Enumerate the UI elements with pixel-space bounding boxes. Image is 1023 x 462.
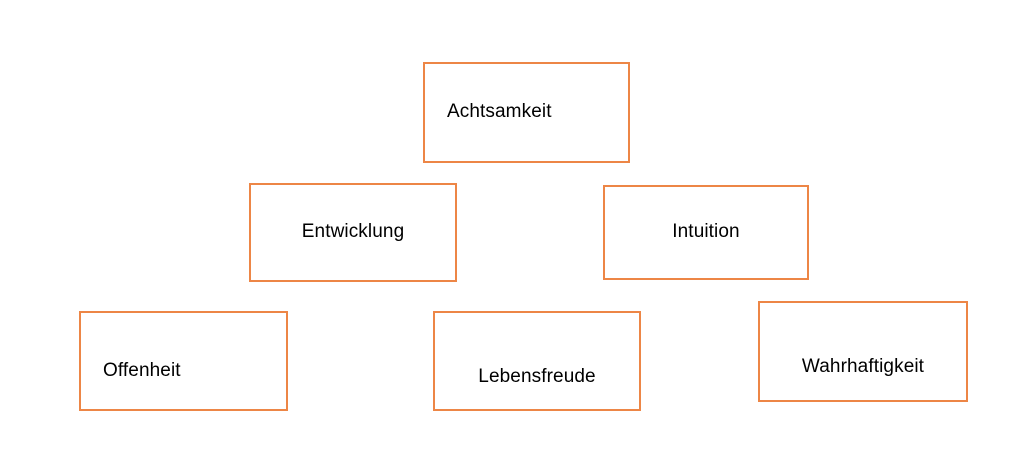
diagram-node-offenheit[interactable]: Offenheit <box>79 311 288 411</box>
diagram-node-wahrhaftigkeit[interactable]: Wahrhaftigkeit <box>758 301 968 402</box>
diagram-node-lebensfreude[interactable]: Lebensfreude <box>433 311 641 411</box>
diagram-node-intuition[interactable]: Intuition <box>603 185 809 280</box>
diagram-node-label: Wahrhaftigkeit <box>801 356 925 378</box>
diagram-node-label: Intuition <box>672 221 740 243</box>
diagram-node-entwicklung[interactable]: Entwicklung <box>249 183 457 282</box>
diagram-node-achtsamkeit[interactable]: Achtsamkeit <box>423 62 630 163</box>
diagram-node-label: Offenheit <box>103 359 181 381</box>
diagram-node-label: Achtsamkeit <box>447 101 552 123</box>
diagram-node-label: Entwicklung <box>301 221 405 243</box>
diagram-node-label: Lebensfreude <box>478 365 596 387</box>
